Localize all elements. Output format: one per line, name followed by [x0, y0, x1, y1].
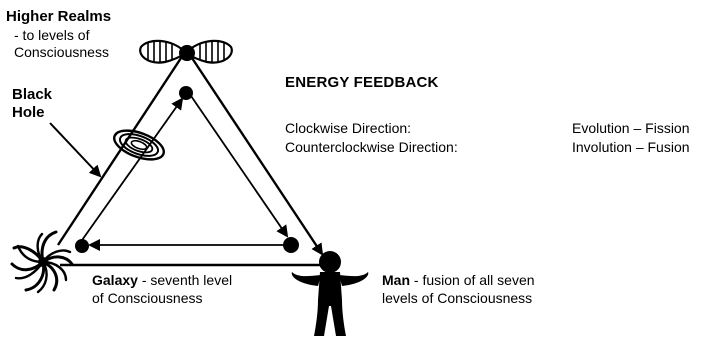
- man-label-line2: levels of Consciousness: [382, 290, 533, 306]
- inner-left-side-arrow: [79, 97, 184, 244]
- outer-left-side-arrow: [56, 54, 185, 246]
- black-hole-spiral-icon: [113, 129, 165, 161]
- legend-row-counterclockwise-direction: Counterclockwise Direction:: [285, 139, 458, 155]
- higher-realms-subtitle-line2: Consciousness: [14, 44, 109, 60]
- galaxy-label-line1: Galaxy - seventh level: [92, 272, 232, 289]
- energy-feedback-heading: ENERGY FEEDBACK: [285, 74, 439, 91]
- black-hole-label-line2: Hole: [12, 104, 45, 121]
- black-hole-pointer-arrow: [49, 122, 102, 178]
- higher-realms-subtitle-line1: - to levels of: [14, 27, 90, 43]
- galaxy-description: - seventh level: [137, 272, 233, 288]
- inner-top-dot: [179, 86, 193, 100]
- inner-right-dot: [283, 237, 299, 253]
- legend-row-counterclockwise-result: Involution – Fusion: [572, 139, 690, 155]
- galaxy-dot: [75, 239, 89, 253]
- legend-row-clockwise-direction: Clockwise Direction:: [285, 120, 412, 136]
- galaxy-spiral-icon: [10, 230, 74, 294]
- man-description: - fusion of all seven: [410, 272, 535, 288]
- black-hole-label-line1: Black: [12, 86, 53, 103]
- outer-right-side-arrow: [188, 54, 324, 256]
- inner-right-side-arrow: [188, 92, 289, 238]
- galaxy-title: Galaxy: [92, 272, 138, 288]
- higher-realms-propeller-icon: [139, 39, 233, 64]
- man-title: Man: [382, 272, 410, 288]
- man-label-line1: Man - fusion of all seven: [382, 272, 535, 289]
- galaxy-label-line2: of Consciousness: [92, 290, 203, 306]
- legend-row-clockwise-result: Evolution – Fission: [572, 120, 690, 136]
- higher-realms-title: Higher Realms: [6, 8, 112, 25]
- man-figure-icon: [291, 251, 369, 336]
